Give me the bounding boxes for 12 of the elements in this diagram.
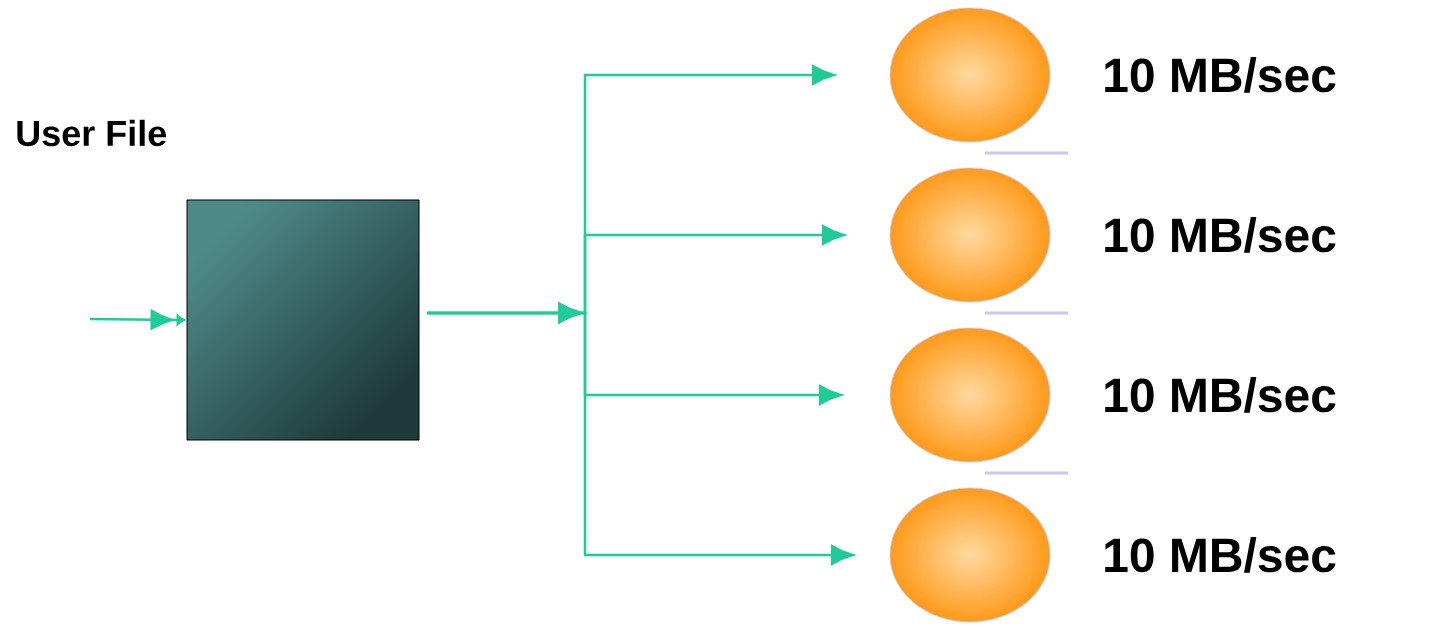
file-box: User File	[17, 119, 420, 441]
disk-drawing	[889, 327, 1068, 475]
rate-label: 10 MB/sec	[1105, 377, 1336, 413]
rate-label: 10 MB/sec	[1105, 57, 1336, 93]
rate-label: 10 MB/sec	[1105, 217, 1336, 253]
disk-drawing	[889, 487, 1051, 623]
disk-drawing	[889, 7, 1068, 155]
disk-drawing	[889, 167, 1068, 315]
arrow	[427, 303, 854, 565]
rate-label: 10 MB/sec	[1105, 537, 1336, 573]
node-label: User File	[17, 119, 167, 147]
arrow	[90, 309, 186, 330]
